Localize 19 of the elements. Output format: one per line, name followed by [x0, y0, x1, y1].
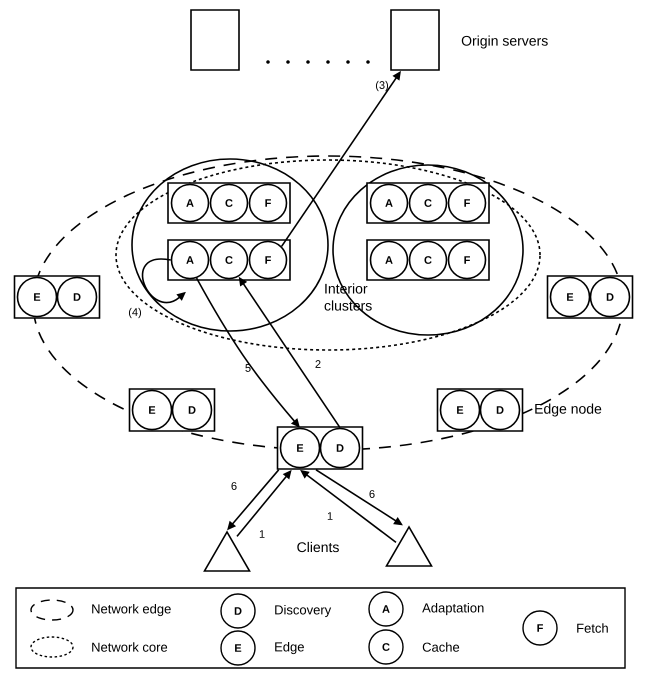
edge-label: 6: [370, 490, 375, 498]
legend-text: Network edge: [92, 604, 171, 616]
legend-text: Discovery: [275, 604, 332, 618]
edge-label: (4): [128, 308, 142, 318]
legend-text: Edge: [275, 642, 304, 654]
legend-text: Adaptation: [422, 602, 484, 616]
server-box: [190, 9, 240, 71]
edge-label: 1: [328, 512, 333, 520]
legend-text: Fetch: [577, 623, 608, 633]
server-caption: Origin servers: [462, 35, 548, 49]
edge-label: 2: [316, 360, 321, 368]
server-box: [390, 9, 440, 71]
legend-text: Network core: [92, 642, 168, 652]
edge-label: 1: [260, 530, 265, 538]
clients-label: Clients: [297, 542, 339, 552]
legend-text: Cache: [422, 642, 460, 652]
edge-node-label: Edge node: [535, 403, 602, 417]
edge-label: 6: [232, 482, 237, 490]
edge-label: (3): [376, 80, 388, 92]
